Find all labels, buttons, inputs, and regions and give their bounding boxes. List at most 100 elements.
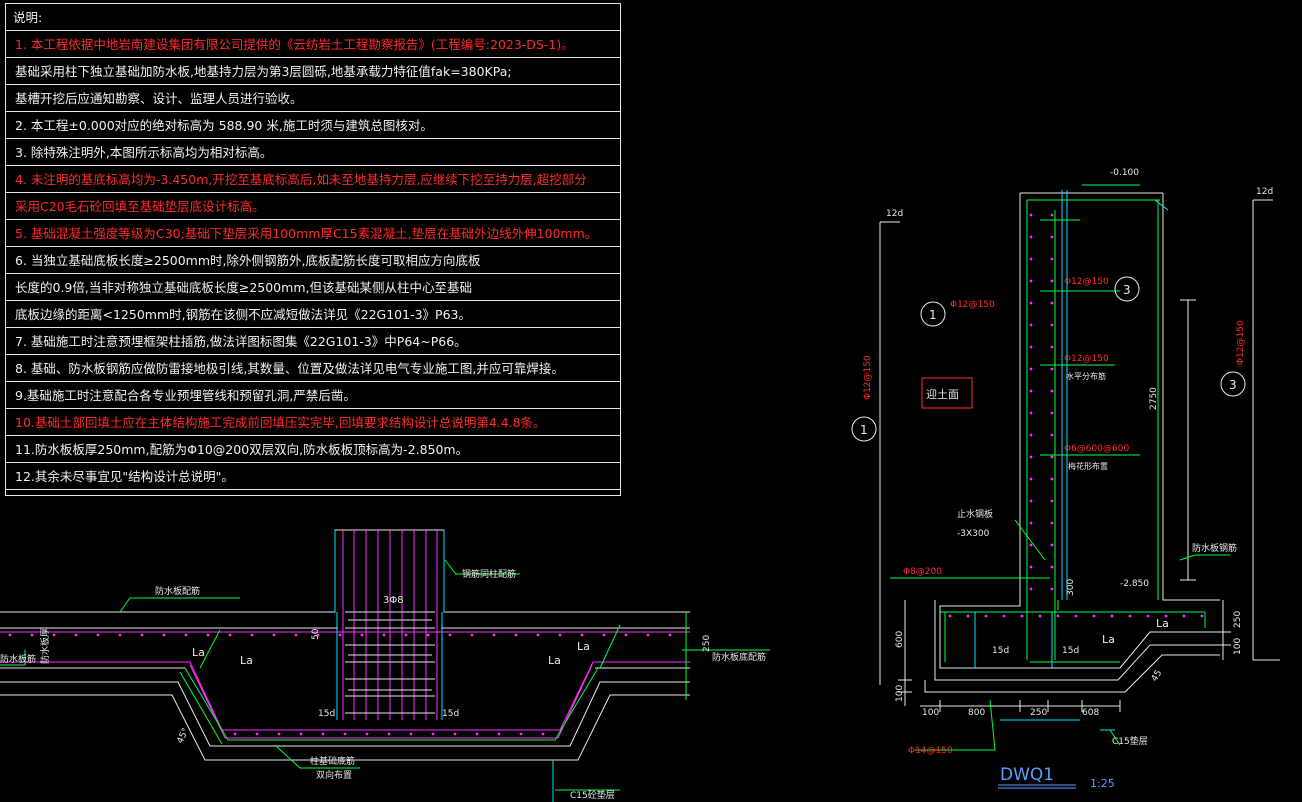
label-d15b: 15d bbox=[442, 709, 459, 719]
rebar-dot bbox=[360, 633, 364, 637]
wall-outline bbox=[939, 192, 1220, 669]
note-line: 4. 未注明的基底标高均为-3.450m,开挖至基底标高后,如未至地基持力层,应… bbox=[6, 166, 620, 193]
rebar-dot bbox=[1020, 614, 1024, 618]
label-d15d: 15d bbox=[1062, 646, 1079, 656]
rebar-dot bbox=[470, 633, 474, 637]
rebar-dot bbox=[519, 732, 523, 736]
label-w100: 100 bbox=[922, 708, 939, 718]
label-w800: 800 bbox=[968, 708, 985, 718]
left-section bbox=[0, 529, 770, 802]
rebar-dot bbox=[1029, 411, 1033, 415]
left-ties-grid bbox=[345, 611, 435, 714]
rebar-dot bbox=[536, 633, 540, 637]
rebar-dot bbox=[580, 633, 584, 637]
rebar-dot bbox=[1029, 543, 1033, 547]
label-phi8: Φ8@200 bbox=[903, 567, 942, 577]
note-line: 7. 基础施工时注意预埋框架柱插筋,做法详图标图集《22G101-3》中P64~… bbox=[6, 328, 620, 355]
label-side-phi-right: Φ12@150 bbox=[1236, 320, 1246, 365]
left-c15-layer bbox=[0, 694, 690, 761]
rebar-dot bbox=[1050, 235, 1054, 239]
note-line: 长度的0.9倍,当非对称独立基础底板长度≥2500mm,但该基础某侧从柱中心至基… bbox=[6, 274, 620, 301]
label-phi14: Φ14@150 bbox=[908, 746, 953, 756]
label-h100a: 100 bbox=[1233, 638, 1243, 655]
earth-face-box bbox=[921, 377, 973, 409]
rebar-dot bbox=[294, 633, 298, 637]
label-elev-plate: -2.850 bbox=[1120, 579, 1149, 589]
rebar-dot bbox=[497, 732, 501, 736]
wall-leaders bbox=[890, 184, 1230, 751]
rebar-dot bbox=[1029, 235, 1033, 239]
label-left-plate-rebar: 防水板筋 bbox=[0, 653, 36, 665]
label-angle45: 45 bbox=[1150, 669, 1164, 684]
rebar-dot bbox=[1128, 614, 1132, 618]
rebar-dot bbox=[492, 633, 496, 637]
rebar-dot bbox=[1029, 323, 1033, 327]
rebar-dot bbox=[140, 633, 144, 637]
label-d12-left: 12d bbox=[886, 209, 903, 219]
label-side-circle3: 3 bbox=[1229, 378, 1237, 392]
wall-rebar-lines bbox=[940, 199, 1206, 663]
note-line: 10.基础土部回填土应在主体结构施工完成前回填压实完毕,回填要求结构设计总说明第… bbox=[6, 409, 620, 436]
left-column-lines bbox=[334, 530, 554, 802]
label-h600: 600 bbox=[895, 631, 905, 648]
left-column-rebar bbox=[342, 530, 438, 720]
rebar-dot bbox=[1050, 499, 1054, 503]
rebar-dot bbox=[206, 633, 210, 637]
left-concrete-inner bbox=[0, 627, 690, 669]
label-c15: C15砼垫层 bbox=[570, 789, 615, 801]
rebar-dot bbox=[668, 633, 672, 637]
rebar-dot bbox=[321, 732, 325, 736]
rebar-dot bbox=[184, 633, 188, 637]
side-circle-3 bbox=[1220, 371, 1246, 397]
left-base-rebar bbox=[179, 667, 599, 745]
rebar-dot bbox=[624, 633, 628, 637]
title-underline bbox=[998, 784, 1076, 789]
left-labels: 钢筋同柱配筋 防水板配筋 防水板底配筋 防水板筋 防水板厚 3Φ8 La La … bbox=[0, 568, 766, 801]
rebar-dot bbox=[316, 633, 320, 637]
label-phi12-a: Φ12@150 bbox=[950, 300, 995, 310]
rebar-dot bbox=[1029, 279, 1033, 283]
label-waterstop: 止水钢板 bbox=[957, 508, 993, 520]
label-phi12-b: Φ12@150 bbox=[1064, 277, 1109, 287]
rebar-dot bbox=[1182, 614, 1186, 618]
rebar-dot bbox=[387, 732, 391, 736]
rebar-dot bbox=[1074, 614, 1078, 618]
label-horiz-rebar: 水平分布筋 bbox=[1066, 371, 1106, 381]
rebar-dot bbox=[1029, 301, 1033, 305]
rebar-dot bbox=[475, 732, 479, 736]
label-plate-rebar: 防水板钢筋 bbox=[1192, 542, 1237, 554]
label-col-rebar: 钢筋同柱配筋 bbox=[462, 568, 516, 580]
rebar-dot bbox=[1050, 565, 1054, 569]
label-circle3: 3 bbox=[1123, 283, 1131, 297]
label-base-rebar2: 双向布置 bbox=[316, 769, 352, 781]
rebar-dot bbox=[1146, 614, 1150, 618]
label-c15b: C15垫层 bbox=[1112, 735, 1148, 747]
rebar-dot bbox=[365, 732, 369, 736]
rebar-dot bbox=[1029, 477, 1033, 481]
rebar-dot bbox=[1029, 565, 1033, 569]
rebar-dot bbox=[228, 633, 232, 637]
rebar-dot bbox=[30, 633, 34, 637]
side-circle-1 bbox=[851, 416, 877, 442]
label-d50: 50 bbox=[311, 628, 321, 640]
rebar-dot bbox=[1056, 614, 1060, 618]
callout-circle-1 bbox=[920, 301, 946, 327]
rebar-dot bbox=[272, 633, 276, 637]
label-w608: 608 bbox=[1082, 708, 1099, 718]
label-d250: 250 bbox=[702, 635, 712, 652]
label-h300: 300 bbox=[1066, 579, 1076, 596]
notes-title: 说明: bbox=[6, 4, 620, 31]
rebar-dot bbox=[602, 633, 606, 637]
label-phi6-note: 梅花形布置 bbox=[1068, 461, 1108, 471]
rebar-dot bbox=[426, 633, 430, 637]
rebar-dot bbox=[1029, 433, 1033, 437]
label-la3: La bbox=[548, 654, 561, 667]
note-line: 5. 基础混凝土强度等级为C30;基础下垫层采用100mm厚C15素混凝土,垫层… bbox=[6, 220, 620, 247]
label-h100b: 100 bbox=[895, 685, 905, 702]
rebar-dot bbox=[1092, 614, 1096, 618]
label-phi6: Φ6@600@600 bbox=[1064, 444, 1129, 454]
rebar-dot bbox=[1029, 455, 1033, 459]
rebar-dot bbox=[448, 633, 452, 637]
